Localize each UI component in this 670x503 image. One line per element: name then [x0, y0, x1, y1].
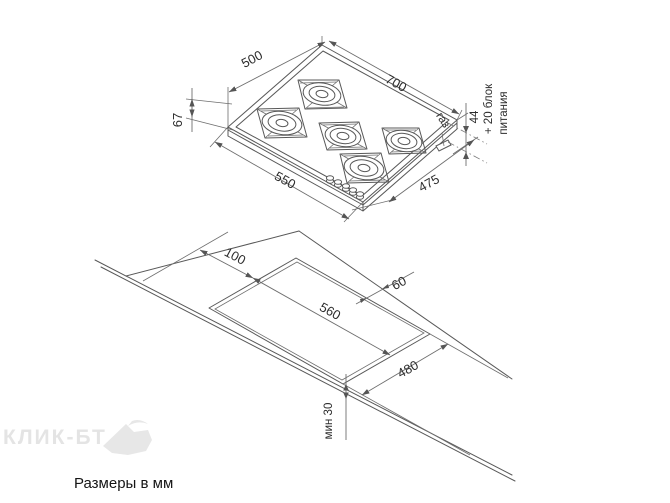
watermark: КЛИК-БТ [3, 420, 152, 455]
counter-front-edge-bottom [100, 266, 516, 482]
dim-label-44: 44 [469, 110, 481, 123]
power-block-label-2: питания [498, 91, 510, 134]
dim-label-475: 475 [416, 171, 442, 195]
watermark-hand-icon [103, 420, 152, 455]
dim-label-550: 550 [272, 168, 298, 192]
burner-center [318, 121, 368, 151]
dim-label-560: 560 [317, 299, 343, 323]
hob-side-faces [227, 119, 458, 212]
dim-label-500: 500 [239, 47, 265, 70]
dim-label-100: 100 [222, 244, 248, 267]
burner-left [256, 107, 308, 139]
counter-front-edge [94, 259, 513, 476]
countertop-drawing [94, 230, 516, 482]
caption-units: Размеры в мм [74, 475, 173, 492]
dim-label-480: 480 [395, 357, 421, 381]
dim-label-60: 60 [389, 273, 409, 293]
dim-label-min30: мин 30 [323, 403, 335, 440]
counter-back-left-edge [125, 230, 300, 277]
counter-back-right-edge [298, 230, 513, 380]
dim-label-67: 67 [170, 113, 185, 127]
power-block-label-1: + 20 блок [483, 83, 495, 134]
countertop-dimensions: 100 60 560 480 мин 30 [142, 231, 509, 456]
watermark-text: КЛИК-БТ [3, 426, 107, 449]
